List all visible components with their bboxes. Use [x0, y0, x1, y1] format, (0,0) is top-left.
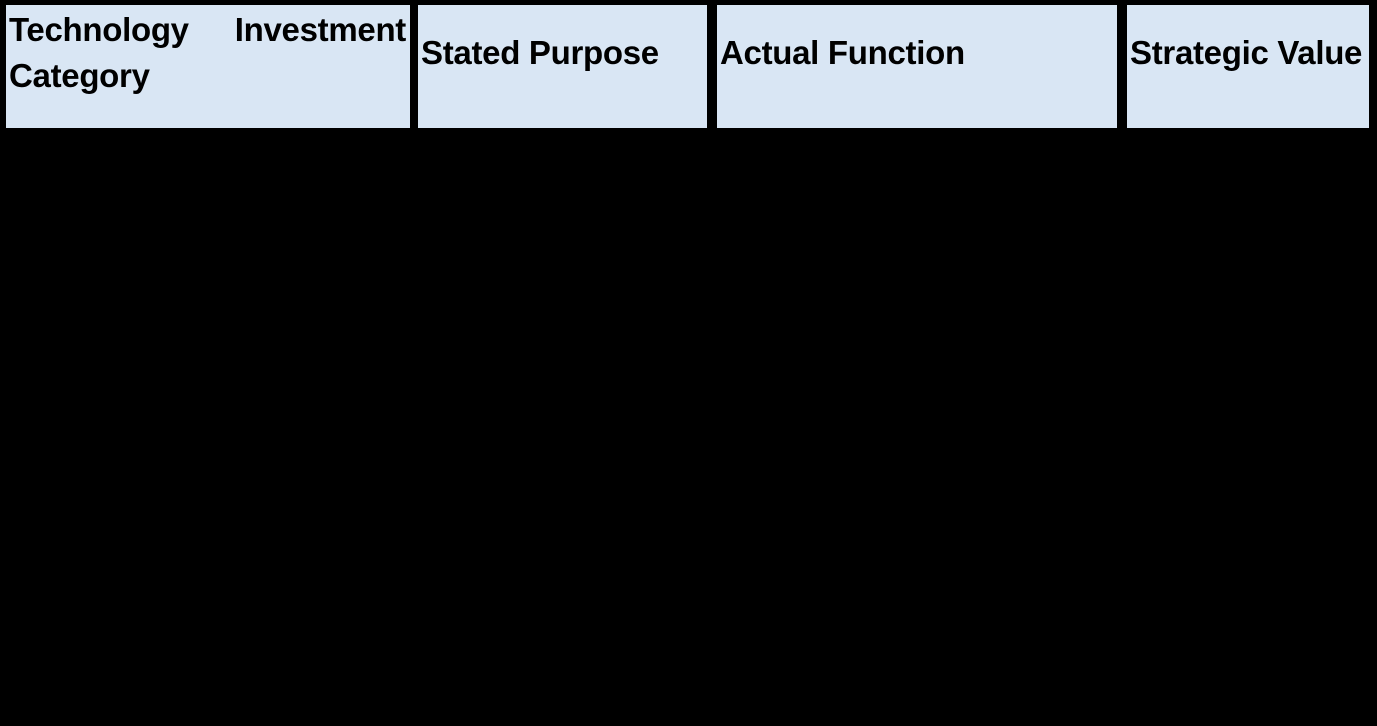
header-word-investment: Investment	[234, 11, 407, 48]
header-line-2: Category	[9, 57, 150, 94]
header-cell-technology-investment-category: Technology Investment Category	[6, 5, 410, 128]
header-cell-stated-purpose: Stated Purpose	[418, 5, 707, 128]
header-cell-strategic-value: Strategic Value	[1127, 5, 1369, 128]
table-body-empty	[0, 128, 1377, 726]
table-header-row: Technology Investment Category Stated Pu…	[0, 5, 1377, 128]
header-label-actual-function: Actual Function	[720, 34, 965, 71]
header-label-stated-purpose: Stated Purpose	[421, 34, 659, 71]
header-word-technology: Technology	[9, 11, 189, 48]
header-label-strategic-value: Strategic Value	[1130, 34, 1363, 71]
header-line-1: Technology Investment	[9, 7, 406, 53]
header-cell-actual-function: Actual Function	[717, 5, 1117, 128]
